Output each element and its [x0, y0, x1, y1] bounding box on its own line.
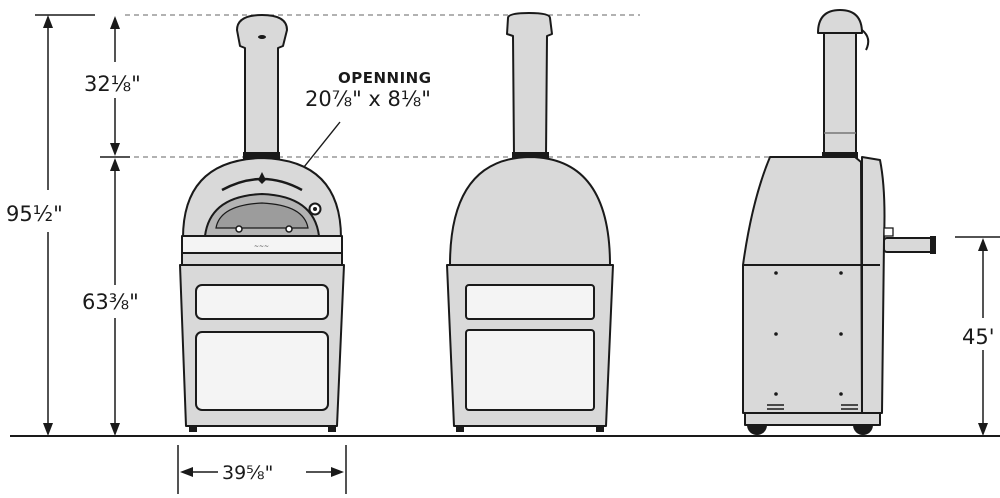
total-height-dimension: [35, 14, 95, 436]
chimney-height-dimension: [100, 16, 130, 158]
chimney-height-label: 32⅛": [84, 72, 141, 96]
front-view-oven: ~~~: [179, 14, 345, 432]
side-chimney: [823, 32, 857, 158]
back-view-oven: [446, 12, 614, 432]
back-chimney: [506, 12, 553, 158]
side-chimney-cap: [817, 9, 863, 34]
side-handle: [883, 237, 935, 253]
side-height-dimension: [955, 236, 1000, 436]
side-door-panel: [861, 156, 886, 414]
body-height-label: 63⅜": [82, 290, 139, 314]
side-body: [742, 156, 863, 414]
total-height-label: 95½": [6, 202, 63, 226]
front-chimney: [236, 14, 288, 158]
width-label: 39⅝": [222, 462, 273, 484]
side-height-label: 45': [962, 325, 995, 349]
back-dome: [449, 156, 611, 266]
body-height-dimension: [110, 158, 120, 436]
guide-lines: [125, 14, 785, 158]
width-dimension: [177, 445, 347, 494]
brand-mark: ~~~: [254, 243, 269, 250]
side-wheel-right: [853, 425, 873, 435]
side-view-oven: [742, 9, 936, 435]
opening-size-label: 20⅞" x 8⅛": [305, 87, 431, 111]
opening-label: OPENNING: [338, 69, 432, 87]
side-wheel-left: [747, 425, 767, 435]
